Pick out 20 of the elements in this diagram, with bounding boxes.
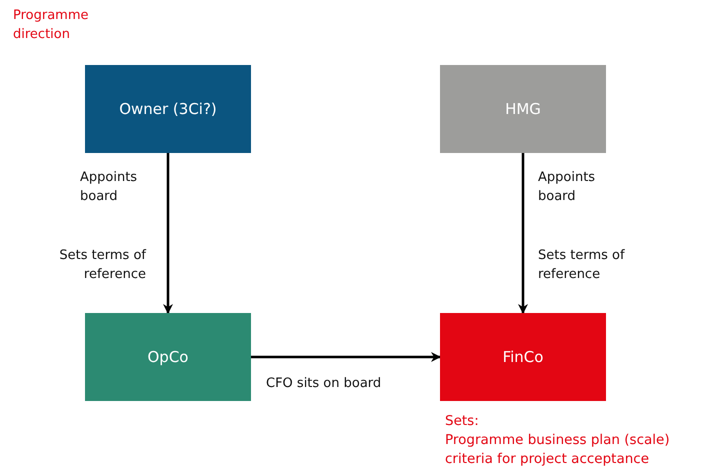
- arrow: [518, 153, 528, 314]
- note-text: criteria for project acceptance: [445, 450, 650, 469]
- node-label: Owner (3Ci?): [119, 100, 217, 118]
- node-label: OpCo: [148, 348, 188, 366]
- annotation-text: Sets terms of reference: [538, 247, 626, 284]
- arrow: [251, 352, 441, 362]
- process-box: [85, 313, 251, 401]
- edge-label: CFO sits on board: [266, 375, 382, 393]
- process-box: [440, 65, 606, 153]
- edge-label: Appoints board: [538, 169, 596, 206]
- note-text: Programme direction: [13, 7, 90, 44]
- note-text: Sets:: [445, 412, 480, 431]
- annotation-text: Sets terms of reference: [58, 247, 146, 284]
- node-label: FinCo: [502, 348, 544, 366]
- node-label: HMG: [505, 100, 541, 118]
- note-text: Programme business plan (scale): [445, 431, 670, 450]
- edge-label: Appoints board: [80, 169, 138, 206]
- arrow: [163, 153, 173, 314]
- process-box: [440, 313, 606, 401]
- owner-box: [85, 65, 251, 153]
